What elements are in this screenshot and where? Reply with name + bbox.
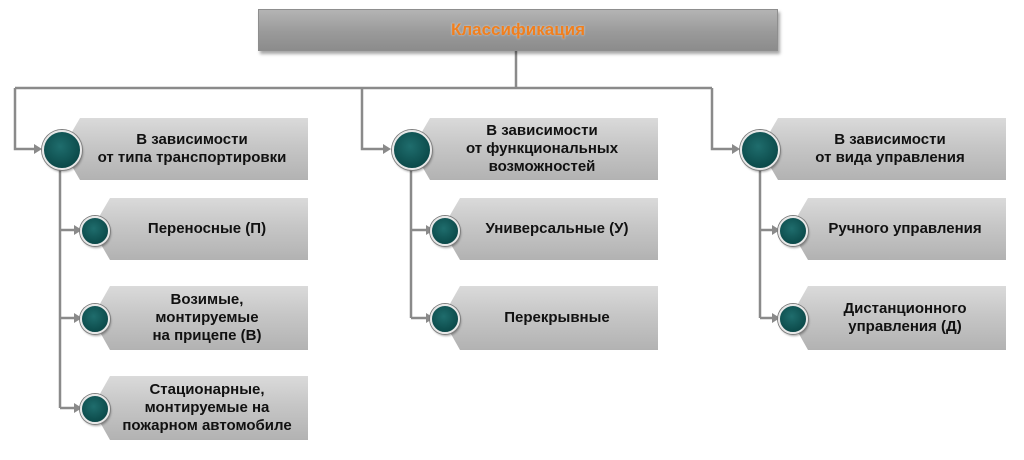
- item-label: Переносные (П): [147, 220, 267, 237]
- branch-line-1: [58, 168, 76, 410]
- item-node-portable: Переносные (П): [92, 198, 308, 260]
- category-label: В зависимости от типа транспортировки: [97, 131, 287, 166]
- item-dot-icon: [80, 216, 110, 246]
- item-node-universal: Универсальные (У): [442, 198, 658, 260]
- arrow-head: [34, 144, 42, 154]
- arrow-head: [74, 313, 82, 323]
- arrow-head: [772, 225, 780, 235]
- item-label: Универсальные (У): [485, 220, 629, 237]
- category-node-transport: В зависимости от типа транспортировки: [62, 118, 308, 180]
- item-dot-icon: [430, 216, 460, 246]
- arrow-head: [74, 225, 82, 235]
- category-node-functional: В зависимости от функциональных возможно…: [412, 118, 658, 180]
- item-node-shutoff: Перекрывные: [442, 286, 658, 350]
- item-node-trailer: Возимые, монтируемые на прицепе (В): [92, 286, 308, 350]
- category-dot-icon: [392, 130, 432, 170]
- item-node-remote: Дистанционного управления (Д): [790, 286, 1006, 350]
- item-dot-icon: [80, 394, 110, 424]
- root-label: Классификация: [450, 20, 586, 39]
- item-label: Ручного управления: [828, 220, 982, 237]
- item-label: Стационарные, монтируемые на пожарном ав…: [122, 381, 292, 434]
- arrow-head: [74, 403, 82, 413]
- arrow-head: [383, 144, 391, 154]
- item-dot-icon: [778, 216, 808, 246]
- item-dot-icon: [778, 304, 808, 334]
- arrow-head: [772, 313, 780, 323]
- item-label: Перекрывные: [504, 309, 610, 326]
- root-connector: [13, 50, 734, 151]
- category-node-control: В зависимости от вида управления: [760, 118, 1006, 180]
- item-label: Возимые, монтируемые на прицепе (В): [152, 291, 262, 344]
- category-dot-icon: [42, 130, 82, 170]
- arrow-head: [732, 144, 740, 154]
- item-dot-icon: [430, 304, 460, 334]
- item-node-manual: Ручного управления: [790, 198, 1006, 260]
- item-node-stationary: Стационарные, монтируемые на пожарном ав…: [92, 376, 308, 440]
- category-label: В зависимости от вида управления: [815, 131, 965, 166]
- category-label: В зависимости от функциональных возможно…: [465, 122, 619, 175]
- branch-line-2: [409, 168, 428, 320]
- item-dot-icon: [80, 304, 110, 334]
- branch-line-3: [758, 168, 774, 320]
- category-dot-icon: [740, 130, 780, 170]
- root-node-classification: Классификация: [258, 9, 778, 51]
- item-label: Дистанционного управления (Д): [843, 300, 967, 335]
